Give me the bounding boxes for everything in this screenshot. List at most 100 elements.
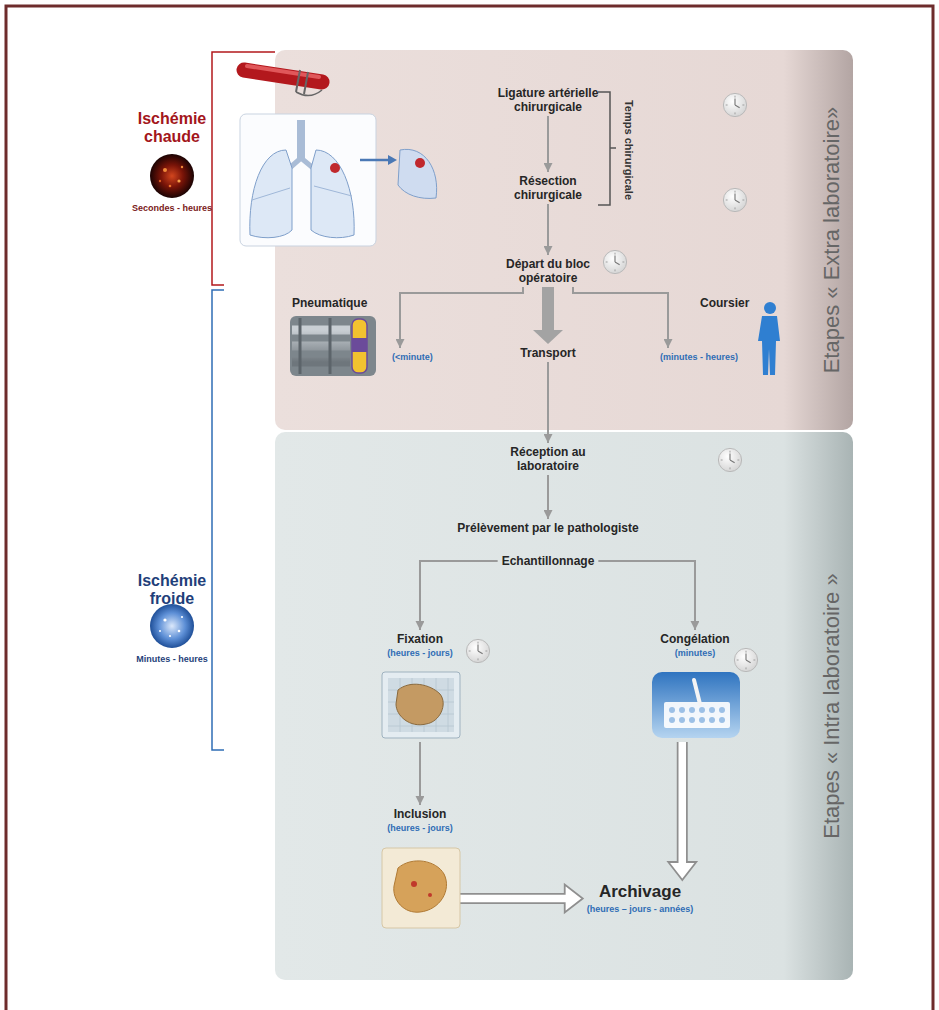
lung-illustration bbox=[415, 158, 425, 168]
flow-arrow bbox=[548, 116, 549, 172]
flow-arrow bbox=[548, 204, 549, 255]
warm-ischemia-image bbox=[163, 168, 167, 172]
clock-icon bbox=[734, 648, 757, 671]
step-duration: (minutes - heures) bbox=[660, 352, 738, 363]
artery-illustration bbox=[244, 66, 322, 96]
cold-ischemia-image bbox=[181, 616, 183, 618]
fixation-cassette-image bbox=[388, 678, 454, 732]
connectors bbox=[400, 116, 696, 913]
process-step: Congélation(minutes) bbox=[656, 630, 733, 742]
process-step: Réception au laboratoire bbox=[494, 443, 602, 475]
flow-arrow bbox=[598, 561, 695, 630]
lung-illustration bbox=[330, 163, 340, 173]
step-duration: (heures - jours) bbox=[387, 823, 453, 834]
clock-icon bbox=[723, 188, 746, 211]
step-title: Coursier bbox=[700, 296, 749, 310]
process-step: Résection chirurgicale bbox=[494, 172, 602, 204]
lung-illustration bbox=[388, 155, 397, 165]
flow-arrow bbox=[533, 330, 563, 344]
flow-arrow bbox=[457, 893, 566, 904]
cold-ischemia-image bbox=[150, 604, 194, 648]
lung-illustration bbox=[252, 186, 352, 200]
courier-figure bbox=[764, 302, 776, 314]
process-step: Départ du bloc opératoire bbox=[489, 255, 607, 287]
flow-arrow bbox=[547, 475, 549, 519]
freezing-image bbox=[699, 717, 705, 723]
step-duration: (<minute) bbox=[392, 352, 433, 363]
flow-arrow bbox=[598, 561, 695, 630]
process-step: Inclusion(heures - jours) bbox=[383, 805, 457, 933]
process-step: Prélèvement par le pathologiste bbox=[453, 519, 642, 537]
freezing-image bbox=[709, 707, 715, 713]
step-title: Réception au laboratoire bbox=[498, 445, 598, 473]
clock-icon bbox=[603, 250, 626, 273]
flow-arrow bbox=[542, 287, 554, 331]
step-duration: (heures - jours) bbox=[387, 648, 453, 659]
cold-ischemia-image bbox=[150, 604, 194, 648]
ischemia-title: Ischémie froide bbox=[122, 572, 222, 608]
flow-arrow bbox=[457, 895, 567, 903]
flow-arrow bbox=[547, 362, 549, 443]
lung-illustration bbox=[398, 149, 437, 198]
clock-icon bbox=[723, 93, 746, 116]
stage-panel: Etapes « Extra laboratoire»Ligature arté… bbox=[275, 50, 853, 430]
process-step: Coursier(minutes - heures) bbox=[656, 348, 742, 365]
pneumatic-tube-image bbox=[352, 338, 367, 352]
flow-arrow bbox=[548, 475, 549, 519]
step-title: Fixation bbox=[387, 632, 453, 646]
step-title: Echantillonnage bbox=[502, 554, 595, 568]
surgical-bracket bbox=[598, 92, 616, 205]
warm-ischemia-image bbox=[150, 154, 194, 198]
flow-arrow bbox=[457, 885, 583, 913]
pneumatic-tube-image bbox=[352, 319, 367, 373]
panel-title: Etapes « Extra laboratoire» bbox=[819, 107, 845, 374]
flow-arrow bbox=[419, 742, 420, 805]
ischemia-duration: Secondes - heures bbox=[132, 203, 212, 213]
flow-arrow bbox=[400, 287, 523, 348]
flow-arrow bbox=[420, 561, 498, 630]
fixation-cassette-image bbox=[382, 672, 460, 738]
artery-illustration bbox=[296, 90, 322, 96]
step-title: Résection chirurgicale bbox=[498, 174, 598, 202]
warm-ischemia-image bbox=[159, 180, 161, 182]
clock-icon bbox=[466, 639, 489, 662]
freezing-image bbox=[694, 680, 700, 704]
clock-icon bbox=[718, 448, 741, 471]
step-duration: (minutes) bbox=[660, 648, 729, 659]
freezing-image bbox=[679, 717, 685, 723]
cold-ischemia-image bbox=[159, 630, 161, 632]
courier-figure bbox=[758, 316, 780, 375]
process-step: Fixation (heures - jours) bbox=[383, 630, 457, 742]
fixation-cassette-image bbox=[382, 672, 460, 738]
process-step: Archivage(heures – jours - années) bbox=[583, 880, 698, 917]
flow-arrow bbox=[533, 287, 563, 344]
paraffin-block-image bbox=[428, 893, 432, 897]
artery-illustration bbox=[296, 70, 308, 94]
warm-ischemia-image bbox=[177, 179, 180, 182]
flow-arrow bbox=[677, 742, 688, 863]
warm-ischemia-image bbox=[150, 154, 194, 198]
flow-arrow bbox=[565, 885, 583, 913]
bracket-label: Temps chirurgicale bbox=[623, 100, 635, 200]
freezing-image bbox=[699, 707, 705, 713]
freezing-image bbox=[709, 717, 715, 723]
freezing-image bbox=[689, 717, 695, 723]
pneumatic-tube-image bbox=[300, 318, 330, 374]
fixation-cassette-image bbox=[388, 678, 454, 732]
step-title: Départ du bloc opératoire bbox=[493, 257, 603, 285]
step-title: Prélèvement par le pathologiste bbox=[457, 521, 638, 535]
paraffin-block-image bbox=[411, 881, 417, 887]
flow-arrow bbox=[419, 742, 421, 805]
flow-arrow bbox=[547, 116, 549, 172]
freezing-image bbox=[669, 707, 675, 713]
flow-arrow bbox=[668, 742, 696, 880]
flow-arrow bbox=[548, 362, 549, 443]
pneumatic-tube-image bbox=[290, 316, 376, 376]
intra-lab-panel bbox=[275, 432, 853, 980]
stage-panel: Etapes « Intra laboratoire »Réception au… bbox=[275, 432, 853, 980]
paraffin-block-image bbox=[382, 848, 460, 928]
freezing-image bbox=[652, 672, 740, 738]
freezing-image bbox=[679, 707, 685, 713]
